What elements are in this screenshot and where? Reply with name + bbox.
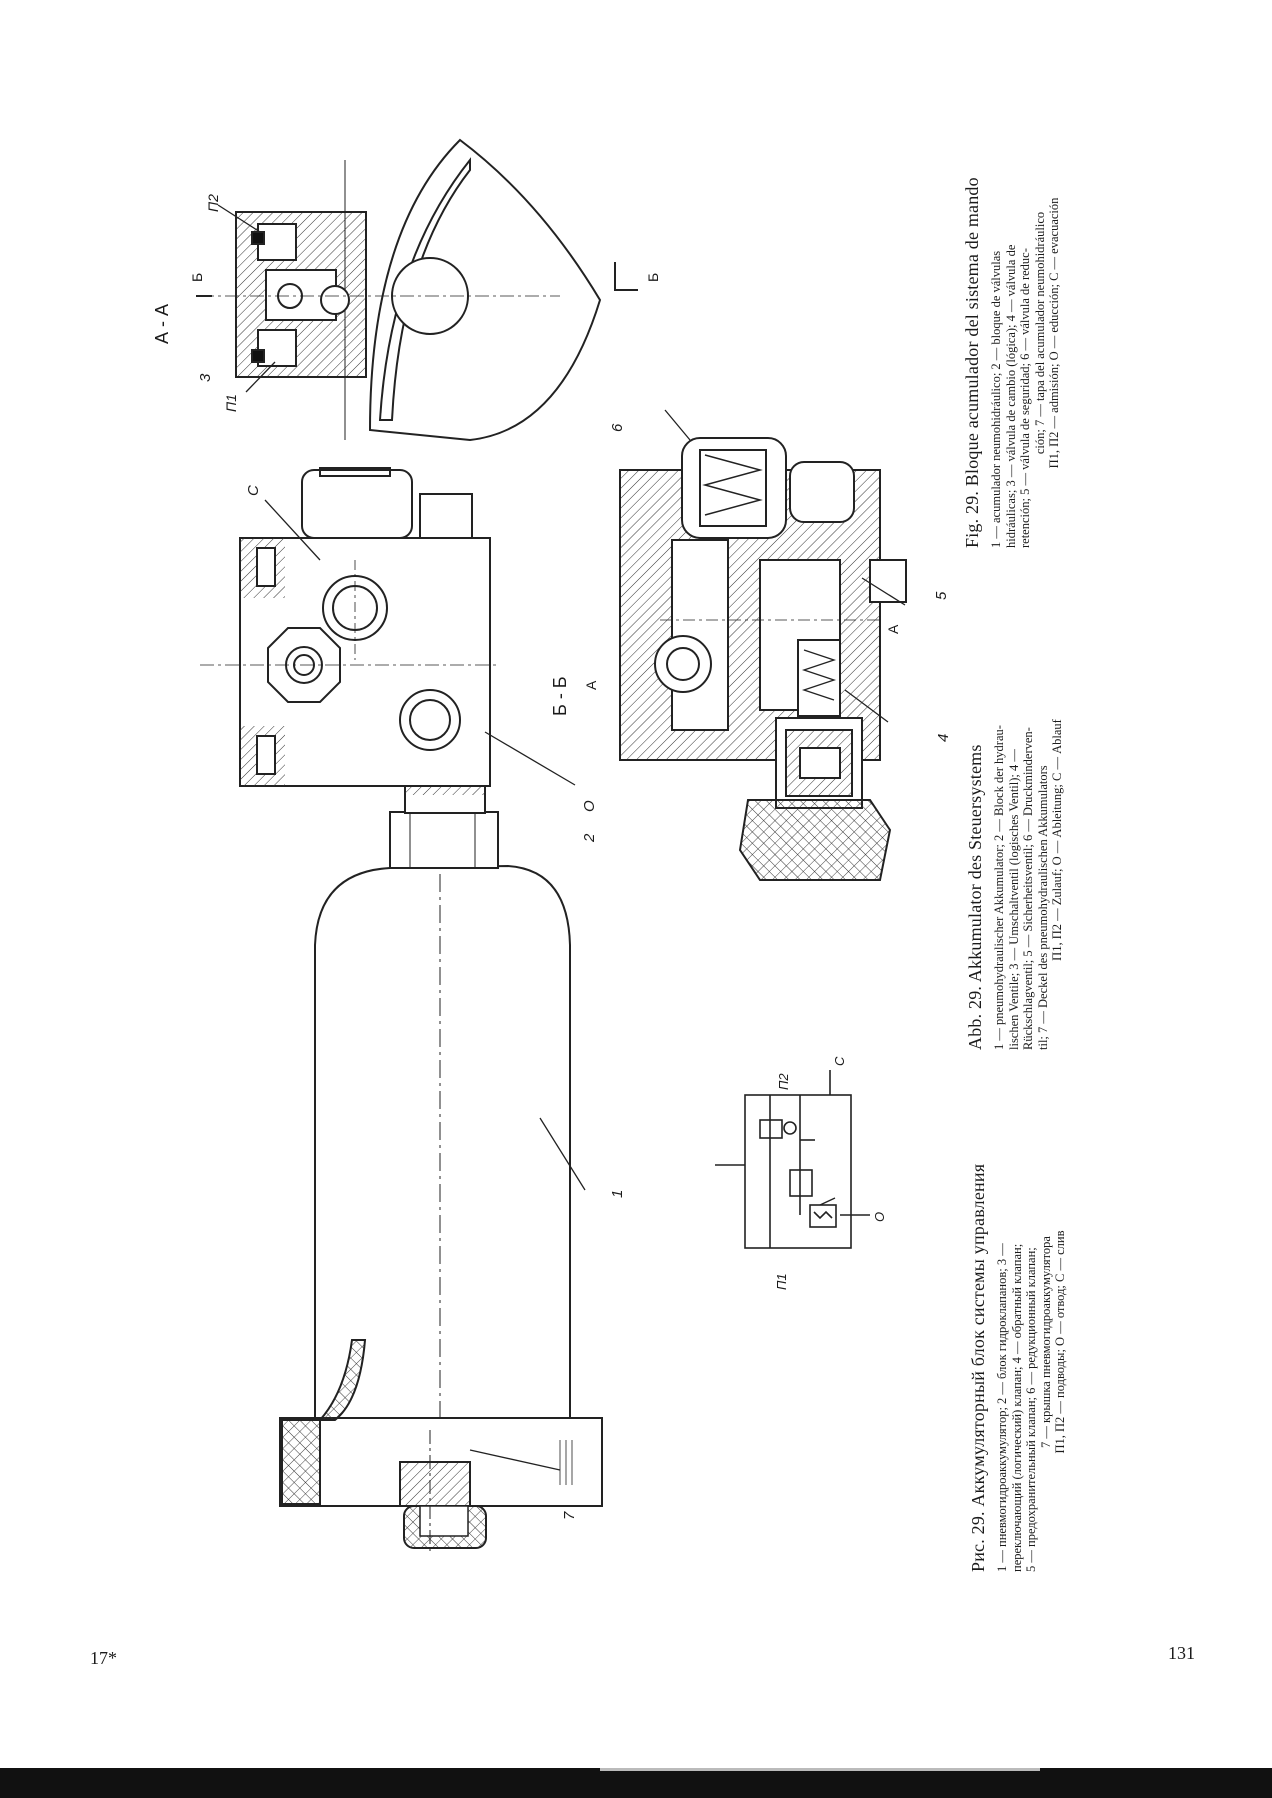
callout-1: 1: [609, 1190, 626, 1198]
cut-marker-a-lower: А: [885, 624, 901, 634]
schematic-o: О: [872, 1212, 887, 1222]
hydraulic-schematic: [715, 1070, 870, 1249]
caption-german-title: Abb. 29. Akkumulator des Steuersystems: [965, 744, 985, 1050]
cut-marker-b-lower: Б: [645, 273, 661, 282]
callout-p2: П2: [205, 194, 221, 212]
legend-line: П1, П2 — подводы; О — отвод; С — слив: [1053, 1230, 1067, 1454]
caption-spanish-title: Fig. 29. Bloque acumulador del sistema d…: [962, 177, 982, 548]
legend-line: retención; 5 — válvula de seguridad; 6 —…: [1018, 248, 1032, 548]
page-number: 131: [1168, 1643, 1195, 1663]
schematic-p1: П1: [774, 1273, 789, 1290]
leader-lines: [217, 204, 906, 1471]
legend-line: 5 — предохранительный клапан; 6 — редукц…: [1024, 1247, 1038, 1572]
cut-marker-a-upper: А: [583, 680, 599, 690]
page-signature-mark: 17*: [90, 1648, 117, 1668]
callout-2: 2: [581, 833, 598, 843]
legend-line: 7 — крышка пневмогидроаккумулятора: [1038, 1236, 1053, 1448]
schematic-c: С: [832, 1056, 847, 1066]
legend-line: ción; 7 — tapa del acumulador neumohidrá…: [1032, 211, 1047, 455]
caption-german-legend: 1 — pneumohydraulischer Akkumulator; 2 —…: [992, 630, 1065, 1050]
callout-5: 5: [933, 591, 950, 600]
caption-spanish-legend: 1 — acumulador neumohidráulico; 2 — bloq…: [989, 118, 1062, 548]
legend-line: 1 — pneumohydraulischer Akkumulator; 2 —…: [992, 725, 1006, 1050]
legend-line: til; 7 — Deckel des pneumohydraulischen …: [1035, 765, 1050, 1050]
cut-marker-b-upper: Б: [189, 273, 205, 282]
callout-c: С: [245, 485, 262, 496]
callout-3: 3: [197, 373, 214, 382]
valve-block-side-view: [200, 467, 500, 787]
legend-line: 1 — acumulador neumohidráulico; 2 — bloq…: [989, 250, 1003, 548]
callout-o: О: [581, 800, 598, 812]
schematic-p2: П2: [776, 1073, 791, 1090]
callout-4: 4: [935, 734, 952, 742]
callout-6: 6: [609, 423, 626, 432]
section-a-a-label: А - А: [152, 304, 172, 344]
scan-edge-band: [0, 1768, 1272, 1798]
caption-german: Abb. 29. Akkumulator des Steuersystems 1…: [965, 630, 1065, 1050]
caption-russian-legend: 1 — пневмогидроаккумулятор; 2 — блок гид…: [995, 1112, 1068, 1573]
legend-line: переключающий (логический) клапан; 4 — о…: [1009, 1243, 1024, 1572]
legend-line: hidráulicas; 3 — válvula de cambio (lógi…: [1003, 244, 1018, 548]
caption-russian-title: Рис. 29. Аккумуляторный блок системы упр…: [968, 1163, 988, 1572]
accumulator-body: [314, 784, 571, 1450]
callout-7: 7: [561, 1511, 578, 1520]
legend-line: 1 — пневмогидроаккумулятор; 2 — блок гид…: [995, 1243, 1009, 1572]
section-b-b-label: Б - Б: [550, 676, 570, 716]
caption-russian: Рис. 29. Аккумуляторный блок системы упр…: [968, 1112, 1068, 1572]
legend-line: П1, П2 — Zulauf; О — Ableitung; С — Abla…: [1050, 719, 1064, 961]
valve-block-section-view: [619, 437, 907, 881]
accumulator-cover: [279, 1339, 603, 1555]
legend-line: lischen Ventile; 3 — Umschaltventil (log…: [1006, 749, 1021, 1050]
legend-line: П1, П2 — admisión; О — educción; С — eva…: [1047, 197, 1061, 469]
section-a-a-view: [196, 138, 638, 442]
callout-p1: П1: [223, 394, 239, 412]
caption-spanish: Fig. 29. Bloque acumulador del sistema d…: [962, 118, 1062, 548]
legend-line: Rückschlagventil; 5 — Sicherheitsventil;…: [1021, 727, 1035, 1050]
